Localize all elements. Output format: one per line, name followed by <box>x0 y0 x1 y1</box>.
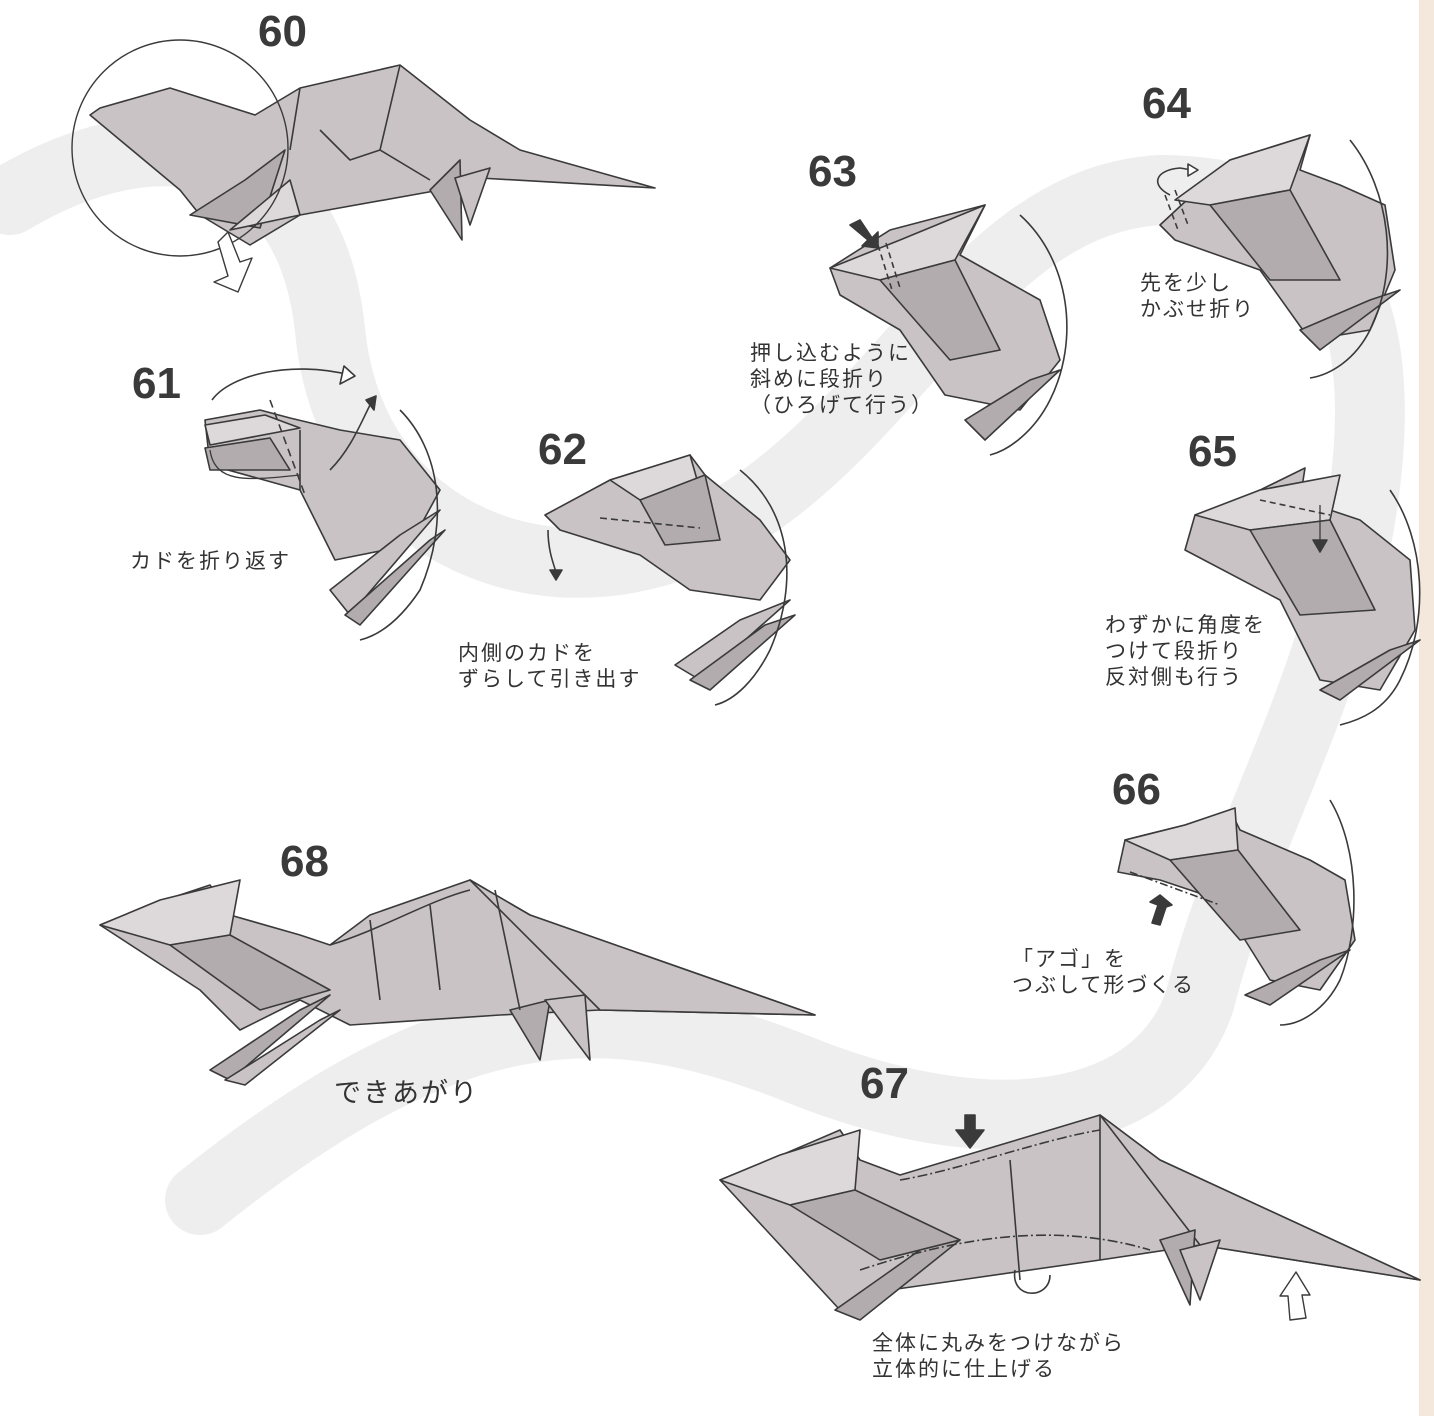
step-64-figure <box>1156 134 1401 379</box>
step-64-caption: 先を少し かぶせ折り <box>1140 271 1255 321</box>
step-66-push-arrow <box>1149 894 1173 926</box>
step-65-figure <box>1184 467 1421 726</box>
step-62-figure <box>544 454 796 706</box>
step-61-figure <box>204 365 446 641</box>
step-63-figure <box>829 204 1068 456</box>
step-60-down-arrow <box>213 231 253 293</box>
step-60-zoom-circle <box>71 39 289 257</box>
step-66-number: 66 <box>1112 765 1161 814</box>
step-67-figure <box>719 1114 1421 1321</box>
step-62-caption: 内側のカドを ずらして引き出す <box>458 641 642 691</box>
step-62-number: 62 <box>538 425 587 474</box>
step-68-figure <box>99 879 816 1086</box>
step-61-number: 61 <box>132 359 181 408</box>
step-67-number: 67 <box>860 1059 909 1108</box>
step-60-body <box>89 64 656 246</box>
step-63-push-arrow <box>849 219 879 249</box>
step-66-figure <box>1117 799 1356 1026</box>
step-65-caption: わずかに角度を つけて段折り 反対側も行う <box>1105 613 1266 689</box>
step-67-push-arrow <box>955 1114 985 1149</box>
step-61-caption: カドを折り返す <box>130 549 291 573</box>
step-66-caption: 「アゴ」を つぶして形づくる <box>1012 947 1195 997</box>
step-63-number: 63 <box>808 147 857 196</box>
step-68-caption: できあがり <box>334 1078 479 1109</box>
step-65-number: 65 <box>1188 427 1237 476</box>
step-60-figure <box>71 39 656 293</box>
step-68-number: 68 <box>280 837 329 886</box>
step-60-number: 60 <box>258 7 307 56</box>
step-63-caption: 押し込むように 斜めに段折り （ひろげて行う） <box>750 341 934 417</box>
page-edge-strip <box>1419 0 1434 1416</box>
step-64-number: 64 <box>1142 79 1191 128</box>
step-67-up-arrow <box>1279 1271 1311 1321</box>
step-67-caption: 全体に丸みをつけながら 立体的に仕上げる <box>872 1331 1125 1381</box>
